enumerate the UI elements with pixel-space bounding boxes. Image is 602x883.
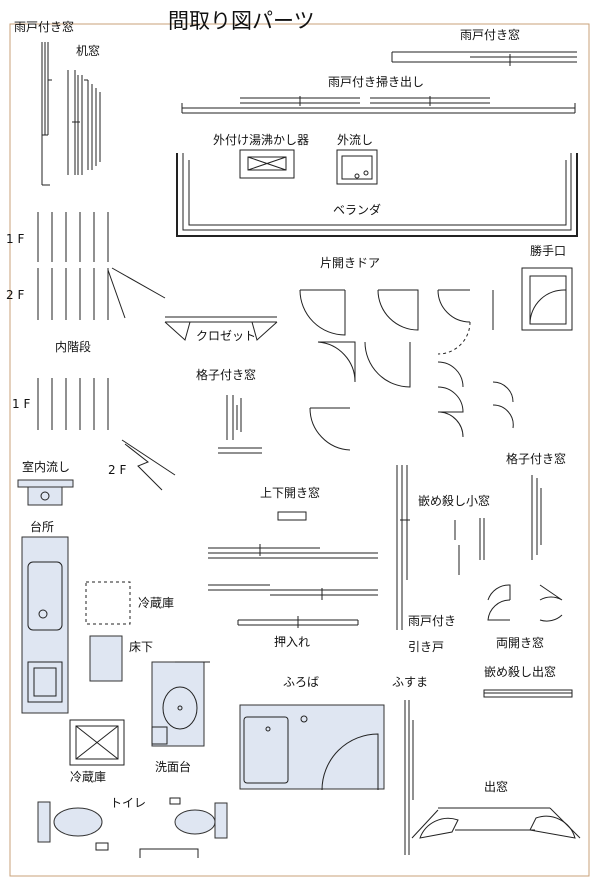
label-amado-sliding-door: 雨戸付き掃き出し xyxy=(328,75,425,89)
label-single-swing-door: 片開きドア xyxy=(320,256,381,270)
indoor-sink-symbol xyxy=(17,479,74,506)
external-water-heater-symbol xyxy=(239,149,295,179)
single-swing-door-symbols xyxy=(299,289,514,451)
stairs-1f-symbol xyxy=(37,212,109,262)
sliding-window-lines xyxy=(208,544,378,600)
closet-symbol xyxy=(164,316,278,341)
label-external-water-heater: 外付け湯沸かし器 xyxy=(213,133,310,147)
sheet-frame xyxy=(9,23,590,877)
amado-sliding-door-vertical-symbol xyxy=(396,465,410,630)
bay-window-symbol xyxy=(411,807,581,839)
label-veranda: ベランダ xyxy=(333,203,382,217)
label-desk-window: 机窓 xyxy=(76,44,101,58)
refrigerator-dashed-symbol xyxy=(85,581,131,625)
label-bay-window: 出窓 xyxy=(484,780,509,794)
stairs-second-2f-symbol xyxy=(121,439,176,491)
stairs-second-1f-symbol xyxy=(37,378,109,430)
lattice-window-mid-symbol xyxy=(218,395,262,454)
fixed-bay-window-symbol xyxy=(483,689,573,698)
label-fusuma: ふすま xyxy=(392,675,429,689)
label-floor-2f-a: 2 F xyxy=(6,288,25,302)
label-internal-stairs: 内階段 xyxy=(55,340,92,354)
back-door-symbol xyxy=(521,267,573,331)
label-floor-1f-b: 1 F xyxy=(12,397,31,411)
fixed-small-window-symbols xyxy=(454,518,485,575)
label-closet: クロゼット xyxy=(196,329,257,343)
label-fixed-bay-window: 嵌め殺し出窓 xyxy=(484,665,557,679)
label-vertical-sliding-window: 上下開き窓 xyxy=(260,486,321,500)
label-amado-window-top: 雨戸付き窓 xyxy=(460,28,521,42)
label-lattice-window-mid: 格子付き窓 xyxy=(196,368,257,382)
label-bathroom: ふろば xyxy=(283,675,320,689)
label-underfloor: 床下 xyxy=(129,640,154,654)
double-casement-window-symbol xyxy=(487,584,563,622)
washbasin-symbol xyxy=(151,661,210,747)
label-refrigerator-dashed: 冷蔵庫 xyxy=(138,596,175,610)
toilet-symbols xyxy=(37,797,228,858)
vertical-sliding-window-symbol xyxy=(277,511,307,521)
desk-window-symbol xyxy=(67,70,101,175)
amado-window-top-symbol xyxy=(391,51,577,66)
amado-sliding-door-symbol xyxy=(181,96,576,114)
label-floor-2f-b: 2 F xyxy=(108,463,127,477)
label-indoor-sink: 室内流し xyxy=(22,460,71,474)
lattice-window-right-symbol xyxy=(531,475,542,560)
label-hikido: 引き戸 xyxy=(408,640,445,654)
refrigerator-symbol xyxy=(69,719,125,766)
label-fixed-small-window: 嵌め殺し小窓 xyxy=(418,494,491,508)
oshiire-symbol xyxy=(237,616,359,628)
page-title: 間取り図パーツ xyxy=(168,9,315,33)
label-double-casement-window: 両開き窓 xyxy=(496,636,545,650)
label-floor-1f-a: 1 F xyxy=(6,232,25,246)
label-oshiire: 押入れ xyxy=(274,635,311,649)
fusuma-symbol xyxy=(404,700,414,855)
label-amado-window-left: 雨戸付き窓 xyxy=(14,20,75,34)
label-amado-tsuki: 雨戸付き xyxy=(408,614,457,628)
underfloor-storage-symbol xyxy=(89,635,123,682)
kitchen-counter-symbol xyxy=(21,536,69,714)
amado-window-left-symbol xyxy=(41,42,52,186)
label-washbasin: 洗面台 xyxy=(155,760,192,774)
label-refrigerator: 冷蔵庫 xyxy=(70,770,107,784)
label-toilet: トイレ xyxy=(110,796,147,810)
label-back-door: 勝手口 xyxy=(530,244,567,258)
veranda-symbol xyxy=(176,153,578,237)
label-outdoor-sink: 外流し xyxy=(337,133,374,147)
outdoor-sink-symbol xyxy=(336,149,378,185)
label-kitchen: 台所 xyxy=(30,520,55,534)
label-lattice-window-right: 格子付き窓 xyxy=(506,452,567,466)
bathroom-symbol xyxy=(239,704,385,791)
stairs-2f-symbol xyxy=(37,267,166,320)
